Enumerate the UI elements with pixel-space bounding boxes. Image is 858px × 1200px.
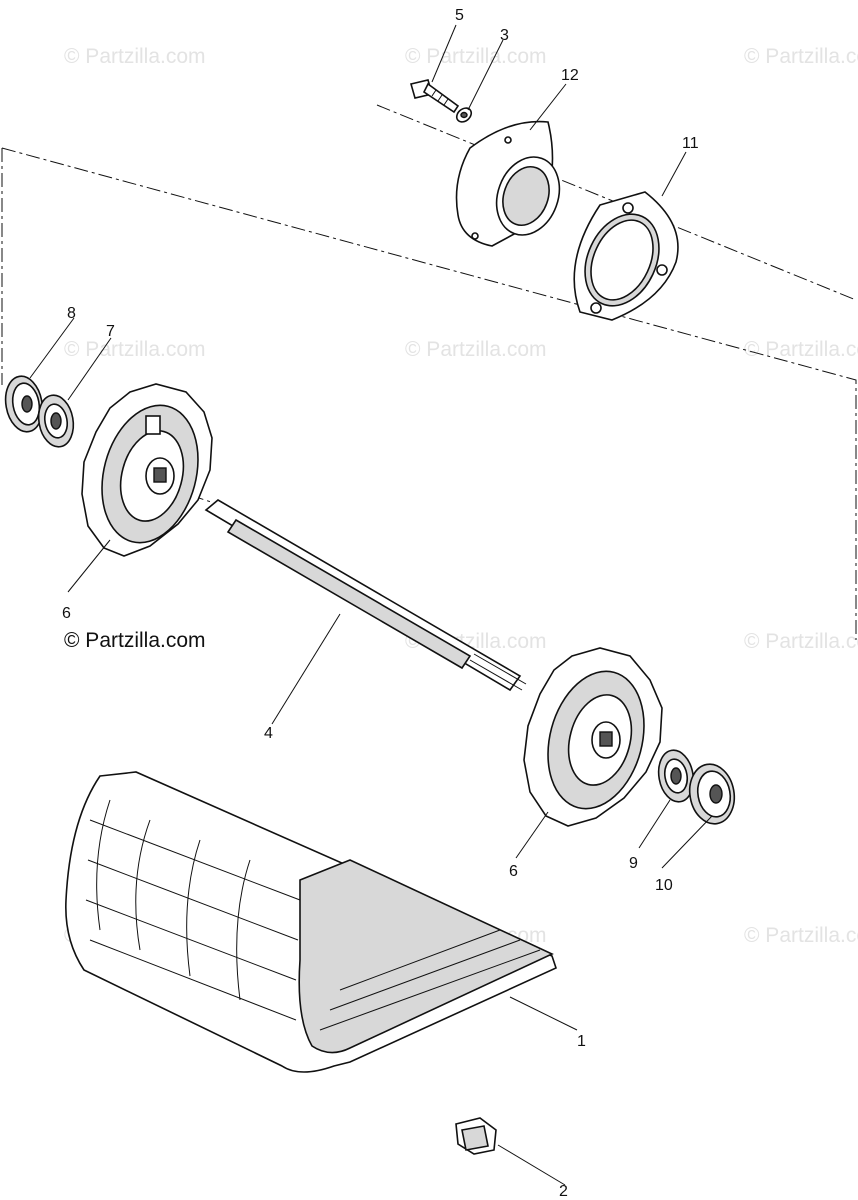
bearing-left bbox=[4, 375, 44, 433]
track bbox=[65, 771, 557, 1073]
washer bbox=[455, 107, 473, 123]
sprocket-left bbox=[81, 383, 213, 557]
watermark-text: © Partzilla.com bbox=[744, 338, 858, 361]
callout-labels: 1 2 3 4 5 6 6 7 8 9 10 11 12 bbox=[62, 7, 699, 1200]
watermark-text: © Partzilla.com bbox=[744, 630, 858, 653]
seal-right bbox=[657, 749, 695, 803]
bearing-right bbox=[688, 763, 736, 825]
bearing-housing-flange bbox=[455, 120, 561, 247]
callout-label: 12 bbox=[561, 67, 579, 84]
callout-label: 11 bbox=[682, 135, 699, 152]
drive-axle bbox=[204, 499, 527, 692]
callout-label: 6 bbox=[62, 605, 71, 622]
assembly-lines bbox=[1, 104, 857, 640]
copyright-notice: © Partzilla.com bbox=[64, 629, 206, 652]
callout-label: 7 bbox=[106, 323, 115, 340]
callout-label: 9 bbox=[629, 855, 638, 872]
callout-label: 5 bbox=[455, 7, 464, 24]
watermark-text: © Partzilla.com bbox=[64, 45, 206, 68]
callout-label: 6 bbox=[509, 863, 518, 880]
callout-label: 1 bbox=[577, 1033, 586, 1050]
seal-left bbox=[37, 394, 75, 448]
gasket-plate bbox=[573, 191, 679, 321]
bolt bbox=[410, 79, 460, 114]
watermark-text: © Partzilla.com bbox=[64, 338, 206, 361]
track-clip bbox=[455, 1117, 497, 1155]
watermark-text: © Partzilla.com bbox=[405, 338, 547, 361]
callout-label: 4 bbox=[264, 725, 273, 742]
leader-lines bbox=[29, 24, 713, 1186]
callout-label: 8 bbox=[67, 305, 76, 322]
watermark-text: © Partzilla.com bbox=[744, 924, 858, 947]
callout-label: 10 bbox=[655, 877, 673, 894]
sprocket-right bbox=[523, 647, 663, 827]
callout-label: 3 bbox=[500, 27, 509, 44]
callout-label: 2 bbox=[559, 1183, 568, 1200]
watermark-text: © Partzilla.com bbox=[405, 45, 547, 68]
watermark-text: © Partzilla.com bbox=[744, 45, 858, 68]
